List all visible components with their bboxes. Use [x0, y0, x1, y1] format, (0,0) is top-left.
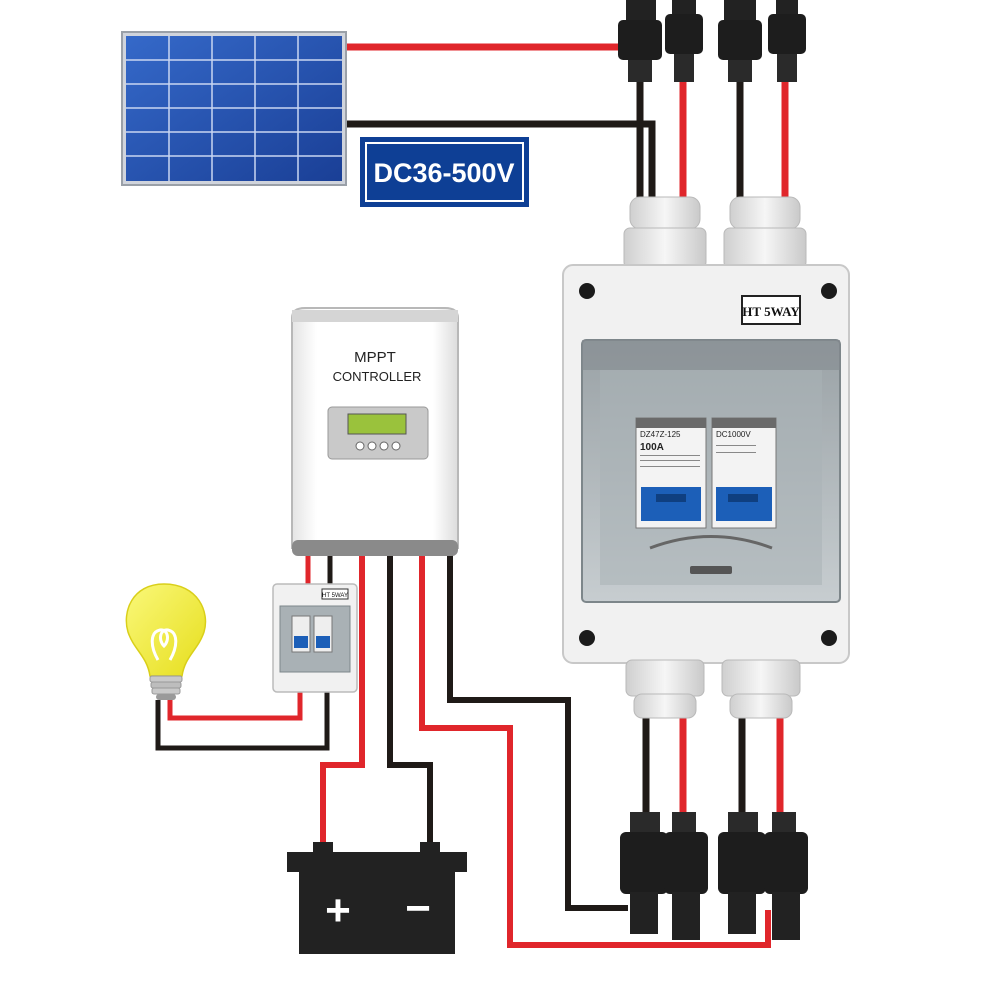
solar-cell-grid — [126, 36, 342, 181]
voltage-label: DC36-500V — [360, 137, 529, 207]
breaker-right-model: DC1000V — [716, 430, 751, 439]
wire-panel-negative — [345, 120, 656, 198]
top-cable-glands — [623, 196, 807, 269]
combiner-tag-text: HT 5WAY — [742, 304, 800, 319]
controller-display-panel — [327, 406, 429, 460]
screw-bottom-right — [821, 630, 837, 646]
wire-bulb-negative — [155, 692, 330, 751]
mc4-connector-top-2 — [665, 0, 703, 82]
mc4-connector-bottom-2 — [664, 812, 708, 940]
cable-gland-bottom-right — [721, 659, 801, 719]
controller-button-3[interactable] — [379, 441, 389, 451]
cable-gland-top-left — [623, 196, 707, 269]
wire-controller-pv-negative — [447, 555, 628, 911]
battery-plus-sign: + — [325, 886, 351, 935]
breaker-right-handle[interactable] — [716, 487, 772, 521]
bottom-mc4-connectors — [620, 812, 808, 940]
top-mc4-connectors — [618, 0, 806, 82]
mc4-connector-bottom-3 — [718, 812, 766, 934]
controller-lcd — [347, 413, 407, 435]
mc4-connector-bottom-1 — [620, 812, 668, 934]
mppt-controller: MPPT CONTROLLER — [291, 307, 459, 556]
mc4-connector-bottom-4 — [764, 812, 808, 940]
wire-battery-negative — [387, 555, 433, 848]
cover-latch[interactable] — [690, 566, 732, 574]
combiner-box: HT 5WAY DZ47Z-125 100A DC1000V — [562, 264, 850, 664]
wire-battery-positive — [320, 555, 365, 848]
mc4-connector-top-1 — [618, 0, 662, 82]
breaker-left-handle[interactable] — [641, 487, 701, 521]
controller-title-line1: MPPT — [354, 349, 396, 366]
mc4-connector-top-4 — [768, 0, 806, 82]
controller-title-line2: CONTROLLER — [333, 369, 422, 384]
wire-bulb-positive — [167, 692, 303, 721]
wires — [155, 43, 789, 948]
small-breaker-box: HT 5WAY — [272, 583, 358, 693]
breaker-left: DZ47Z-125 100A — [635, 417, 707, 529]
solar-panel — [121, 31, 347, 186]
controller-button-1[interactable] — [355, 441, 365, 451]
cable-gland-bottom-left — [625, 659, 705, 719]
screw-top-left — [579, 283, 595, 299]
controller-button-2[interactable] — [367, 441, 377, 451]
mc4-connector-top-3 — [718, 0, 762, 82]
breaker-left-rating: 100A — [640, 442, 664, 453]
small-box-tag-text: HT 5WAY — [322, 593, 348, 599]
breaker-right: DC1000V — [711, 417, 777, 529]
screw-bottom-left — [579, 630, 595, 646]
bottom-cable-glands — [625, 659, 801, 719]
battery-minus-sign: − — [405, 884, 431, 933]
light-bulb-icon — [125, 583, 207, 700]
wire-controller-pv-positive — [419, 555, 771, 948]
voltage-label-text: DC36-500V — [373, 158, 514, 188]
cable-gland-top-right — [723, 196, 807, 269]
breaker-left-model: DZ47Z-125 — [640, 430, 681, 439]
combiner-tag: HT 5WAY — [741, 295, 801, 325]
controller-button-4[interactable] — [391, 441, 401, 451]
battery-icon: + − — [287, 842, 467, 954]
battery-terminal-negative — [420, 842, 440, 854]
screw-top-right — [821, 283, 837, 299]
battery-terminal-positive — [313, 842, 333, 854]
